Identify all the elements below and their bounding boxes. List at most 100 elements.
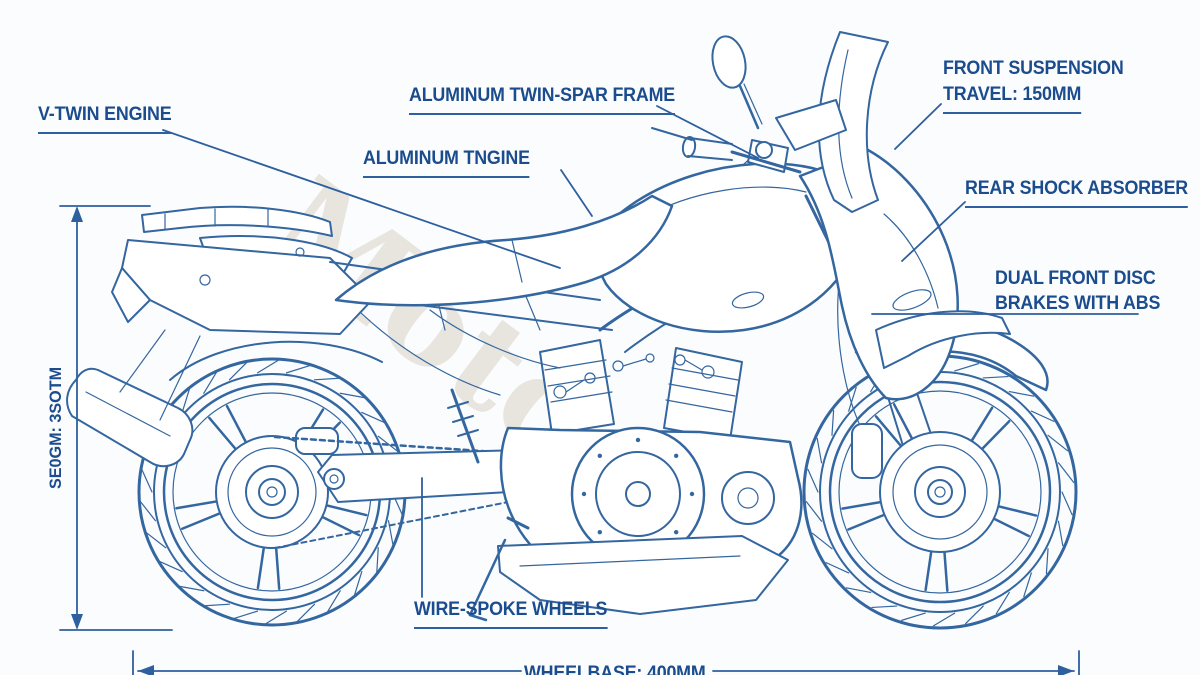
luggage-rack bbox=[141, 205, 333, 237]
mirror-stalk bbox=[738, 84, 760, 130]
label-disc-brakes-line2: BRAKES WITH ABS bbox=[995, 293, 1161, 314]
label-seat-height-vertical: SE0GM: 3SOTM bbox=[46, 366, 65, 489]
tread-mark bbox=[816, 437, 823, 464]
rear-hub-inner bbox=[258, 478, 286, 506]
seat-height-dimension bbox=[59, 205, 173, 631]
tail-stay-2 bbox=[159, 335, 201, 421]
tail-stay-1 bbox=[119, 329, 166, 393]
tread-mark bbox=[233, 610, 259, 620]
clutch-cover-center bbox=[625, 481, 651, 507]
rear-cyl-fin-1 bbox=[544, 359, 607, 371]
engine-detail bbox=[701, 365, 715, 379]
tread-mark bbox=[339, 392, 365, 399]
front-fairing bbox=[731, 31, 1011, 401]
rear-wheel bbox=[137, 357, 407, 627]
seat bbox=[334, 194, 674, 396]
switch-pod bbox=[755, 141, 773, 159]
exhaust bbox=[66, 367, 194, 468]
tread-mark bbox=[313, 377, 340, 381]
kickstand bbox=[468, 538, 507, 617]
label-wheelbase-text: WHEELBASE: 400MM bbox=[524, 663, 706, 675]
label-wire-spoke-wheels-text: WIRE-SPOKE WHEELS bbox=[414, 597, 607, 629]
chain-lower bbox=[274, 483, 601, 549]
clutch-bolt bbox=[635, 437, 641, 443]
brake-lever bbox=[651, 127, 693, 141]
tread-mark bbox=[1030, 410, 1055, 422]
front-wheel bbox=[802, 354, 1078, 630]
tread-mark bbox=[831, 409, 835, 436]
windscreen bbox=[817, 31, 889, 213]
rear-cylinder bbox=[539, 339, 615, 435]
dim-arrow-right bbox=[1058, 665, 1074, 675]
grip-bottom bbox=[687, 155, 733, 161]
label-wheelbase: WHEELBASE: 400MM bbox=[524, 661, 706, 675]
tread-mark bbox=[296, 603, 316, 623]
swingarm-pivot bbox=[323, 468, 345, 490]
tread-mark bbox=[954, 363, 980, 372]
rear-shock bbox=[447, 388, 480, 464]
pump-cover bbox=[721, 471, 775, 525]
label-v-twin-engine: V-TWIN ENGINE bbox=[38, 102, 172, 134]
front-axle bbox=[934, 486, 946, 498]
label-aluminum-tngine-text: ALUMINUM TNGINE bbox=[363, 146, 530, 178]
label-front-suspension-line2: TRAVEL: 150MM bbox=[943, 82, 1081, 114]
tread-mark bbox=[228, 361, 248, 381]
front-cyl-fin-1 bbox=[671, 367, 739, 381]
rear-axle bbox=[266, 486, 278, 498]
tread-mark bbox=[179, 585, 205, 592]
front-hub-inner bbox=[927, 479, 953, 505]
tread-mark bbox=[805, 500, 823, 522]
tread-mark bbox=[982, 375, 1009, 379]
tread-mark bbox=[825, 562, 850, 574]
tread-mark bbox=[965, 605, 984, 625]
frame-bolt-2 bbox=[295, 247, 305, 257]
engine-detail bbox=[584, 372, 596, 384]
motorcycle-drawing bbox=[66, 31, 1078, 630]
rear-disc-inner bbox=[227, 447, 317, 537]
clutch-bolt bbox=[597, 529, 603, 535]
pump-cover-inner bbox=[737, 487, 759, 509]
tread-mark bbox=[203, 371, 218, 394]
label-wire-spoke-wheels: WIRE-SPOKE WHEELS bbox=[414, 597, 607, 629]
muffler-seam bbox=[85, 391, 171, 437]
engine-hose bbox=[565, 379, 585, 393]
clutch-bolt bbox=[689, 491, 695, 497]
swingarm-pivot-bolt bbox=[329, 474, 339, 484]
tread-mark bbox=[141, 469, 153, 493]
wheelbase-dimension bbox=[132, 650, 1080, 675]
seat-step bbox=[511, 239, 523, 283]
label-rear-shock-text: REAR SHOCK ABSORBER bbox=[965, 176, 1188, 208]
tread-mark bbox=[326, 590, 341, 613]
label-aluminum-tngine: ALUMINUM TNGINE bbox=[363, 146, 530, 178]
front-disc-inner bbox=[892, 444, 988, 540]
tread-mark bbox=[1047, 434, 1069, 452]
tread-mark bbox=[1023, 572, 1032, 598]
clutch-bolt bbox=[581, 491, 587, 497]
tread-mark bbox=[159, 560, 183, 573]
label-v-twin-engine-text: V-TWIN ENGINE bbox=[38, 102, 172, 134]
tread-mark bbox=[1061, 491, 1073, 516]
tread-mark bbox=[900, 612, 926, 621]
tread-mark bbox=[353, 570, 363, 596]
tread-mark bbox=[845, 587, 872, 594]
front-rim bbox=[828, 380, 1052, 604]
label-twin-spar-frame-text: ALUMINUM TWIN-SPAR FRAME bbox=[409, 83, 675, 115]
shock-coil-2 bbox=[452, 415, 474, 423]
tread-mark bbox=[139, 500, 157, 522]
tread-mark bbox=[264, 610, 288, 625]
engine-detail bbox=[612, 360, 624, 372]
clutch-bolt bbox=[597, 453, 603, 459]
grip-top bbox=[689, 137, 733, 145]
fairing-crease bbox=[883, 213, 939, 309]
label-disc-brakes-line1: DUAL FRONT DISC bbox=[995, 268, 1156, 289]
tread-mark bbox=[285, 364, 311, 374]
footpeg bbox=[506, 516, 530, 530]
side-panel-line-2 bbox=[429, 309, 561, 369]
tread-mark bbox=[145, 532, 167, 549]
handlebar bbox=[730, 150, 802, 174]
seat-body bbox=[334, 194, 674, 307]
leader-rear-shock bbox=[901, 201, 966, 262]
callout-leader-lines bbox=[162, 103, 1139, 598]
label-rear-shock: REAR SHOCK ABSORBER bbox=[965, 176, 1188, 208]
